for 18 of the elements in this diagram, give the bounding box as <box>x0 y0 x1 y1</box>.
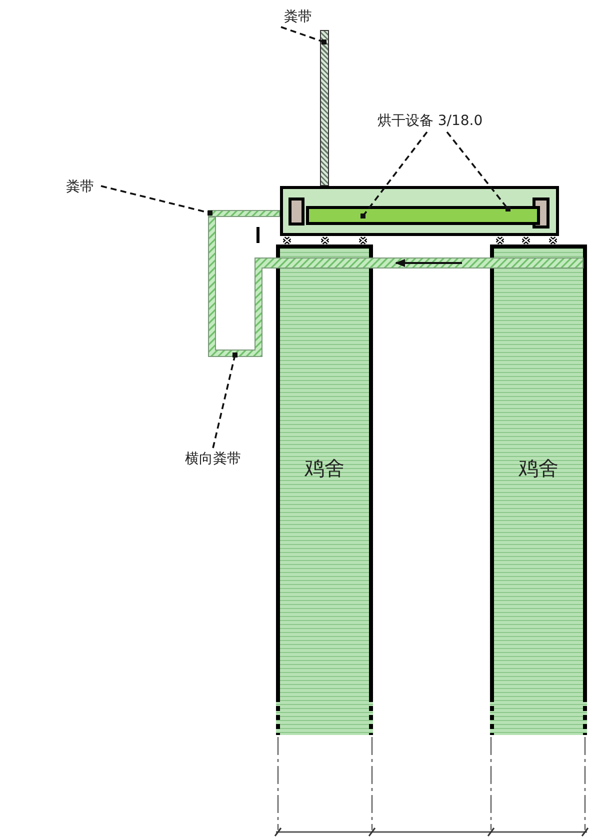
belt-conveyor <box>208 210 280 217</box>
house-label: 鸡舍 <box>518 455 560 482</box>
house-block <box>276 245 373 735</box>
belt-label: 横向粪带 <box>180 448 246 470</box>
house-label: 鸡舍 <box>304 455 346 482</box>
leader-line <box>212 352 238 448</box>
leader-line <box>280 26 326 44</box>
house-block <box>490 245 587 735</box>
leader-line <box>360 131 428 218</box>
belt-label: 粪带 <box>283 6 313 28</box>
dryer-label: 烘干设备 3/18.0 <box>360 110 500 132</box>
dryer-housing <box>280 186 559 236</box>
vertical-belt <box>320 30 329 186</box>
belt-label: 粪带 <box>60 176 100 196</box>
drying-bar <box>306 206 540 225</box>
belt-conveyor <box>208 217 584 357</box>
leader-line <box>100 185 212 216</box>
leader-line <box>446 131 510 212</box>
